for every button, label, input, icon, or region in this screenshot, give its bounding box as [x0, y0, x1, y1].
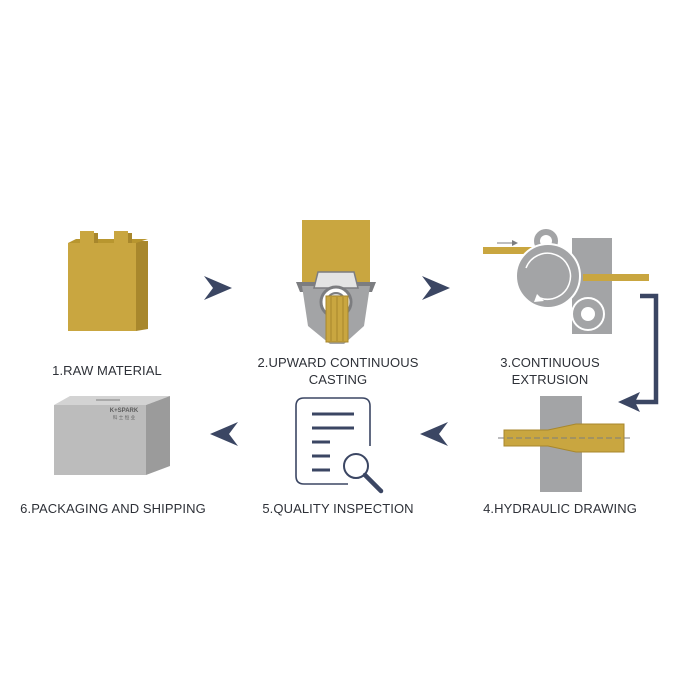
step-6-label: 6.PACKAGING AND SHIPPING [20, 501, 206, 516]
box-brand-text: K+SPARK [110, 408, 139, 414]
copper-block-icon [68, 231, 148, 331]
arrow-left-icon [420, 422, 448, 446]
casting-machine-icon [296, 220, 376, 344]
step-2-label-line1: 2.UPWARD CONTINUOUS [257, 355, 419, 370]
extrusion-rollers-icon [483, 227, 649, 334]
inspection-document-icon [295, 397, 384, 494]
arrow-right-icon [422, 276, 450, 300]
step-3-label-line2: EXTRUSION [511, 372, 589, 387]
step-2-label-line2: CASTING [308, 372, 368, 387]
step-3-label: 3.CONTINUOUS EXTRUSION [470, 354, 630, 388]
step-3-label-line1: 3.CONTINUOUS [500, 355, 600, 370]
step-2-label: 2.UPWARD CONTINUOUS CASTING [248, 354, 428, 388]
step-5-label: 5.QUALITY INSPECTION [262, 501, 414, 516]
step-4-label: 4.HYDRAULIC DRAWING [483, 501, 637, 516]
arrow-right-icon [204, 276, 232, 300]
drawing-die-icon [498, 396, 632, 492]
box-brand-subtext: 科 士 恒 业 [113, 414, 136, 421]
step-1-label: 1.RAW MATERIAL [52, 363, 162, 378]
arrow-left-icon [210, 422, 238, 446]
connector-arrow-icon [618, 293, 659, 412]
shipping-box-icon: K+SPARK 科 士 恒 业 [54, 396, 170, 475]
